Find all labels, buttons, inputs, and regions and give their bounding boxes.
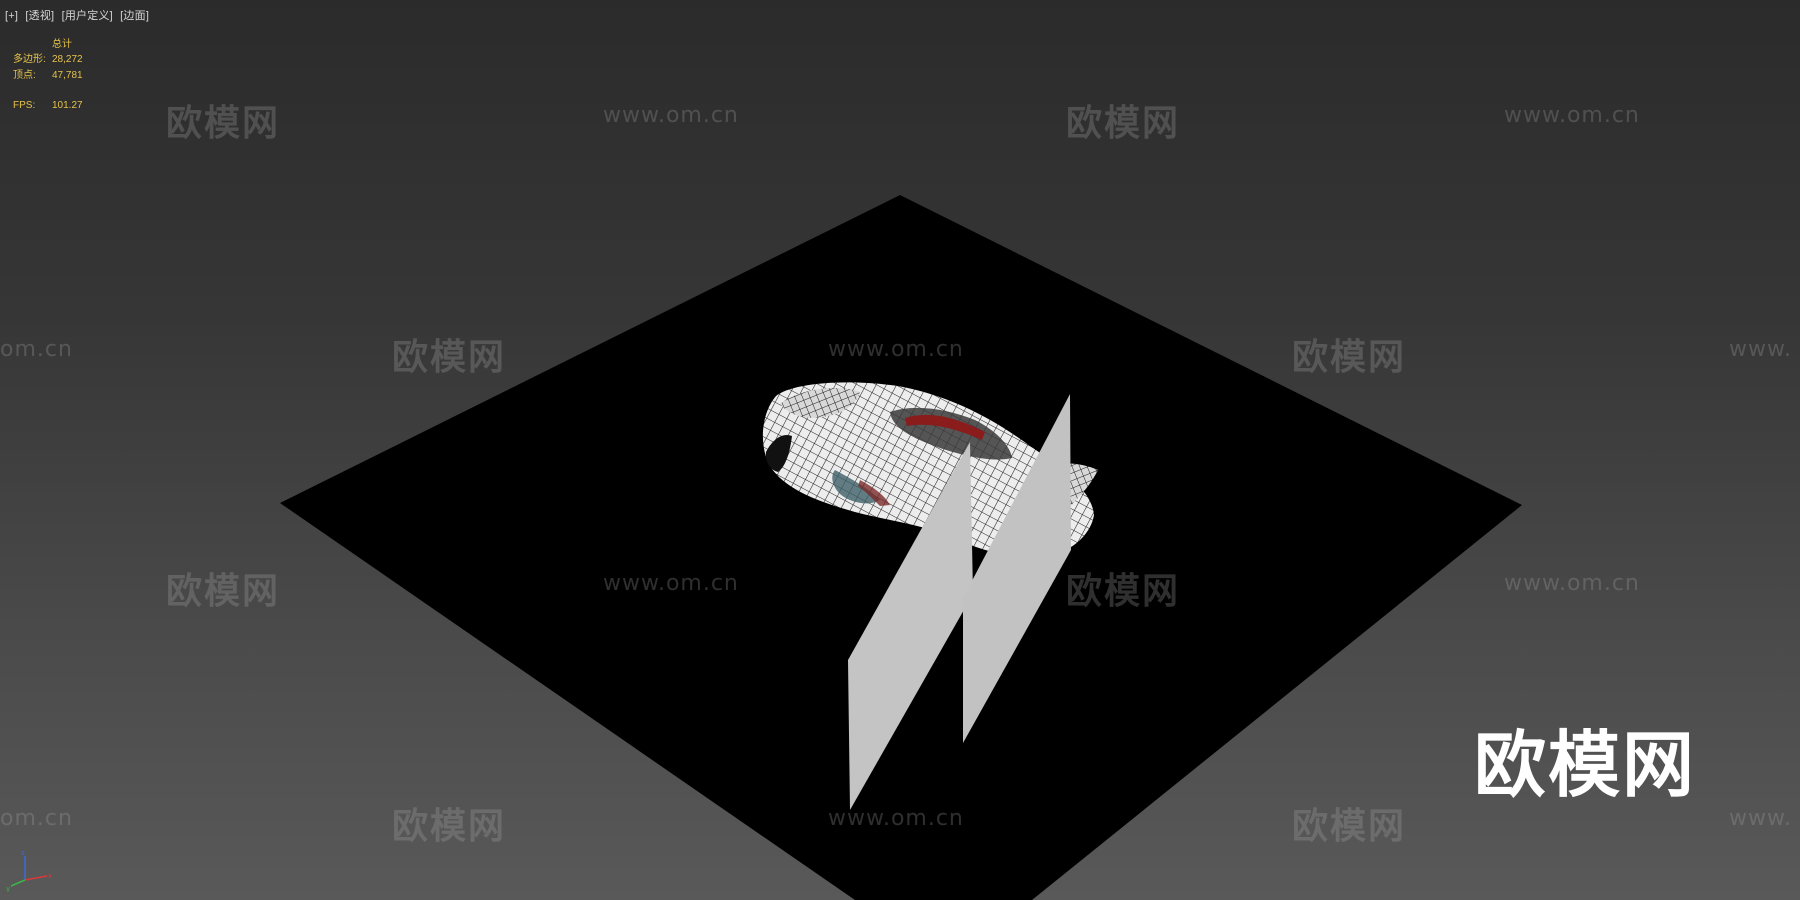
fps-value: 101.27 — [52, 100, 83, 111]
stats-polys-row: 多边形: 28,272 — [13, 52, 83, 68]
svg-text:z: z — [21, 849, 25, 857]
verts-label: 顶点: — [13, 70, 36, 81]
ground-plane[interactable] — [280, 195, 1522, 900]
viewport-menu-perspective[interactable]: [透视] — [25, 10, 55, 22]
svg-text:y: y — [6, 885, 10, 892]
axis-tripod-icon: z x y — [6, 849, 52, 892]
viewport-menu-user-defined[interactable]: [用户定义] — [61, 10, 113, 22]
stats-fps-row: FPS: 101.27 — [13, 98, 83, 114]
stats-overlay: 总计 多边形: 28,272 顶点: 47,781 FPS: 101.27 — [13, 38, 83, 114]
stats-header: 总计 — [52, 39, 72, 50]
stats-verts-row: 顶点: 47,781 — [13, 68, 83, 84]
watermark-large: 欧模网 — [1474, 723, 1697, 807]
polys-label: 多边形: — [13, 54, 46, 65]
viewport-menu-edged-faces[interactable]: [边面] — [120, 10, 150, 22]
panel-left[interactable] — [848, 442, 973, 810]
viewport-menu-plus[interactable]: [+] — [5, 10, 19, 22]
fps-label: FPS: — [13, 100, 36, 111]
svg-text:x: x — [48, 872, 52, 880]
panel-right[interactable] — [963, 394, 1071, 743]
verts-value: 47,781 — [52, 70, 83, 81]
viewport-label-bar: [+] [透视] [用户定义] [边面] — [5, 7, 153, 23]
polys-value: 28,272 — [52, 54, 83, 65]
